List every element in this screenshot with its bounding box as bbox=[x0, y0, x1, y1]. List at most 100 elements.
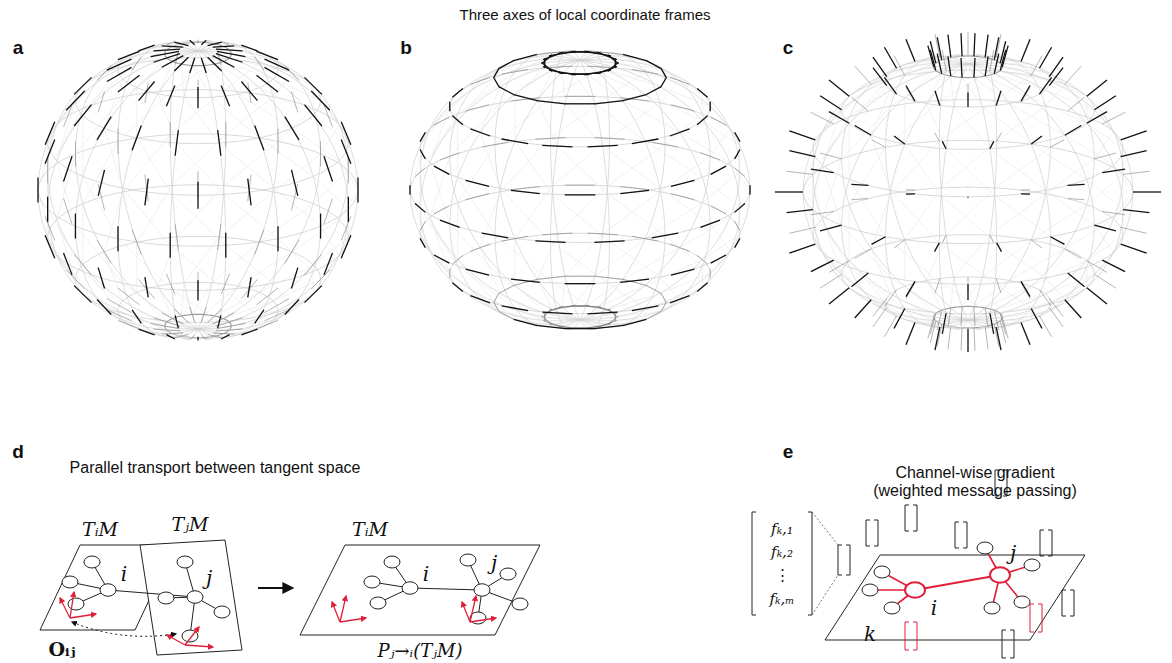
frame-axis bbox=[829, 80, 849, 96]
feature-entry: fₖ,₁ bbox=[771, 521, 793, 538]
frame-axis bbox=[255, 230, 264, 255]
mesh-edge bbox=[273, 79, 320, 100]
figure-title: Three axes of local coordinate frames bbox=[460, 6, 711, 23]
tangent-plane-combined bbox=[300, 545, 540, 635]
frame-axis bbox=[894, 240, 905, 248]
frame-axis bbox=[974, 58, 975, 77]
mesh-edge bbox=[660, 69, 680, 81]
meridian-line bbox=[939, 54, 968, 320]
mesh-edge bbox=[595, 239, 645, 277]
frame-axis bbox=[565, 194, 596, 195]
frame-axis bbox=[632, 306, 659, 311]
frame-axis-red bbox=[185, 627, 199, 645]
graph-vertex bbox=[214, 606, 230, 618]
mesh-edge bbox=[608, 145, 665, 186]
frame-axis bbox=[948, 308, 951, 328]
frame-axis bbox=[1133, 191, 1161, 192]
mesh-edge bbox=[645, 61, 646, 72]
mesh-edge bbox=[927, 74, 942, 104]
latitude-line bbox=[842, 235, 1095, 314]
mesh-edge bbox=[905, 144, 941, 196]
frame-axis bbox=[466, 105, 489, 111]
mesh-edge bbox=[702, 266, 703, 287]
mesh-edge bbox=[946, 56, 982, 71]
mesh-edge bbox=[812, 148, 813, 209]
frame-axis-red bbox=[60, 598, 70, 618]
frame-axis bbox=[990, 235, 994, 242]
frame-axis bbox=[537, 325, 566, 328]
mesh-edge bbox=[702, 120, 739, 145]
panel-title: Channel-wise gradient (weighted message … bbox=[863, 464, 1088, 501]
mesh-edge bbox=[184, 97, 219, 143]
frame-axis bbox=[1068, 199, 1085, 200]
frame-axis bbox=[118, 51, 140, 59]
frame-axis bbox=[620, 186, 649, 189]
frame-axis bbox=[542, 316, 552, 325]
mesh-edge bbox=[946, 313, 982, 328]
mesh-edge bbox=[939, 100, 995, 141]
sphere-normal-axis bbox=[775, 32, 1161, 352]
frame-axis bbox=[906, 283, 915, 298]
mesh-edge bbox=[990, 313, 1009, 325]
frame-axis bbox=[661, 302, 666, 311]
graph-link bbox=[410, 588, 482, 590]
frame-axis bbox=[482, 142, 509, 147]
mesh-edge bbox=[730, 190, 750, 218]
frame-axis bbox=[1000, 41, 1005, 63]
transport-matrix-label: Oᵢⱼ bbox=[48, 639, 75, 661]
frame-axis bbox=[710, 269, 711, 278]
frame-axis bbox=[175, 130, 178, 156]
frame-axis bbox=[132, 310, 141, 324]
mesh-edge bbox=[38, 190, 57, 256]
frame-axis bbox=[216, 49, 242, 51]
mesh-edge bbox=[660, 87, 710, 107]
frame-axis bbox=[961, 328, 962, 351]
frame-axis bbox=[256, 320, 278, 328]
latitude-line bbox=[842, 70, 1095, 149]
frame-axis bbox=[671, 105, 694, 111]
frame-axis bbox=[1068, 184, 1085, 185]
mesh-edge bbox=[215, 292, 260, 316]
mesh-edge bbox=[83, 51, 137, 85]
mesh-edge bbox=[172, 58, 219, 90]
mesh-edge bbox=[710, 251, 730, 273]
mesh-edge bbox=[458, 145, 495, 203]
mesh-edge bbox=[1031, 205, 1087, 240]
tangent-space-label: TᵢM bbox=[82, 519, 118, 541]
mesh-edge bbox=[226, 97, 273, 135]
mesh-edge bbox=[890, 190, 939, 243]
panel-letter: d bbox=[12, 441, 24, 463]
frame-axis bbox=[994, 37, 998, 59]
feature-bracket bbox=[866, 520, 878, 546]
mesh-edge bbox=[192, 65, 212, 97]
frame-axis bbox=[697, 283, 707, 292]
frame-axis bbox=[175, 224, 178, 250]
latitude-line bbox=[75, 58, 320, 144]
graph-vertex bbox=[884, 602, 900, 614]
frame-axis bbox=[470, 296, 490, 303]
meridian-line bbox=[118, 43, 198, 329]
mesh-edge bbox=[982, 326, 985, 328]
latitude-line bbox=[450, 66, 710, 146]
frame-axis bbox=[434, 255, 449, 263]
mesh-edge bbox=[292, 128, 339, 160]
tangent-space-label: TⱼM bbox=[171, 514, 208, 536]
mesh-edge bbox=[83, 294, 137, 328]
frame-axis bbox=[595, 276, 624, 279]
frame-axis bbox=[466, 180, 489, 186]
frame-axis bbox=[700, 220, 720, 227]
frame-axis bbox=[201, 58, 206, 73]
mesh-edge bbox=[480, 87, 500, 133]
mesh-edge bbox=[57, 73, 104, 124]
mesh-edge bbox=[849, 147, 885, 204]
frame-axis bbox=[787, 171, 813, 174]
mesh-edge bbox=[954, 55, 974, 57]
mesh-edge bbox=[645, 308, 646, 319]
mesh-edge bbox=[574, 74, 595, 104]
frame-axis bbox=[1051, 237, 1065, 245]
frame-axis bbox=[820, 225, 841, 231]
mesh-edge bbox=[1086, 267, 1087, 288]
frame-axis bbox=[190, 307, 195, 322]
latitude-line bbox=[410, 138, 750, 243]
frame-axis bbox=[1051, 140, 1065, 148]
